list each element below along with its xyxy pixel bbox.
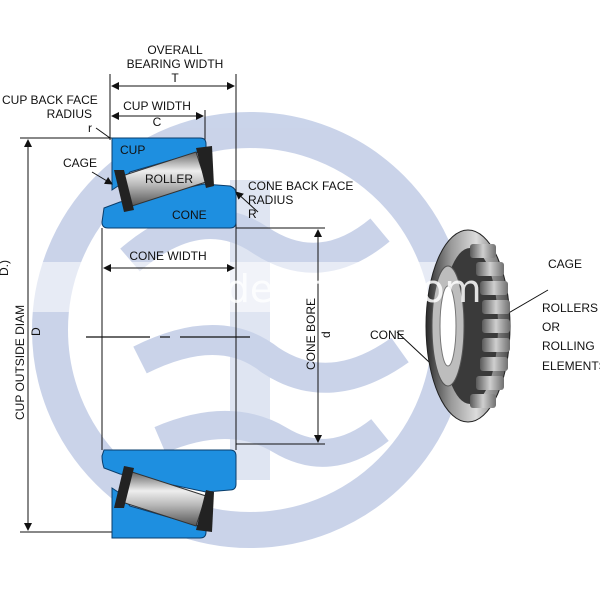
overall-width-label-1: OVERALL (147, 43, 203, 57)
roller-label: ROLLER (145, 172, 193, 186)
cone-bore-dimension (236, 227, 325, 445)
cage-upper (114, 170, 134, 212)
cup-width-symbol: C (153, 115, 162, 129)
cone-back-face-label-2: RADIUS (248, 193, 293, 207)
labels: OVERALL BEARING WIDTH T CUP BACK FACE RA… (0, 43, 600, 420)
photo-cage-label: CAGE (548, 257, 582, 271)
cone-label: CONE (172, 208, 207, 222)
cup-outside-dimension (20, 137, 112, 533)
cup-outside-cut: D.) (0, 260, 11, 276)
cup-width-dimension (111, 110, 206, 140)
cone-width-lines (101, 228, 235, 450)
photo-rolling-label: ROLLING (542, 339, 595, 353)
cup-back-face-label-2: RADIUS (47, 107, 92, 121)
cup-back-face-label-1: CUP BACK FACE (2, 93, 98, 107)
cone-upper (101, 183, 237, 229)
upper-cross-section (101, 137, 237, 229)
overall-width-label-2: BEARING WIDTH (127, 57, 224, 71)
cone-bore-label: CONE BORE (304, 298, 318, 370)
cup-label: CUP (120, 143, 145, 157)
bearing-photo (425, 229, 511, 423)
cone-lower (101, 449, 237, 493)
photo-cone-label: CONE (370, 328, 405, 342)
cone-width-label: CONE WIDTH (129, 249, 206, 263)
photo-elements-label: ELEMENTS (542, 359, 600, 373)
watermark-text: trade.china.com (172, 267, 482, 311)
photo-rollers-label: ROLLERS (542, 301, 598, 315)
photo-rollers (470, 244, 510, 408)
cone-back-face-symbol: R (248, 207, 257, 221)
photo-or-label: OR (542, 320, 560, 334)
cage-lower (114, 466, 134, 508)
cup-width-label: CUP WIDTH (123, 99, 191, 113)
lower-cross-section (101, 449, 237, 539)
overall-width-dimension (109, 74, 237, 450)
cone-back-face-label-1: CONE BACK FACE (248, 179, 353, 193)
overall-width-symbol: T (171, 71, 179, 85)
cup-back-face-symbol: r (88, 121, 92, 135)
cup-outside-symbol: D (29, 327, 43, 336)
cone-bore-symbol: d (319, 331, 333, 338)
cage-label: CAGE (63, 156, 97, 170)
cup-outside-diam-label: CUP OUTSIDE DIAM (13, 305, 27, 420)
